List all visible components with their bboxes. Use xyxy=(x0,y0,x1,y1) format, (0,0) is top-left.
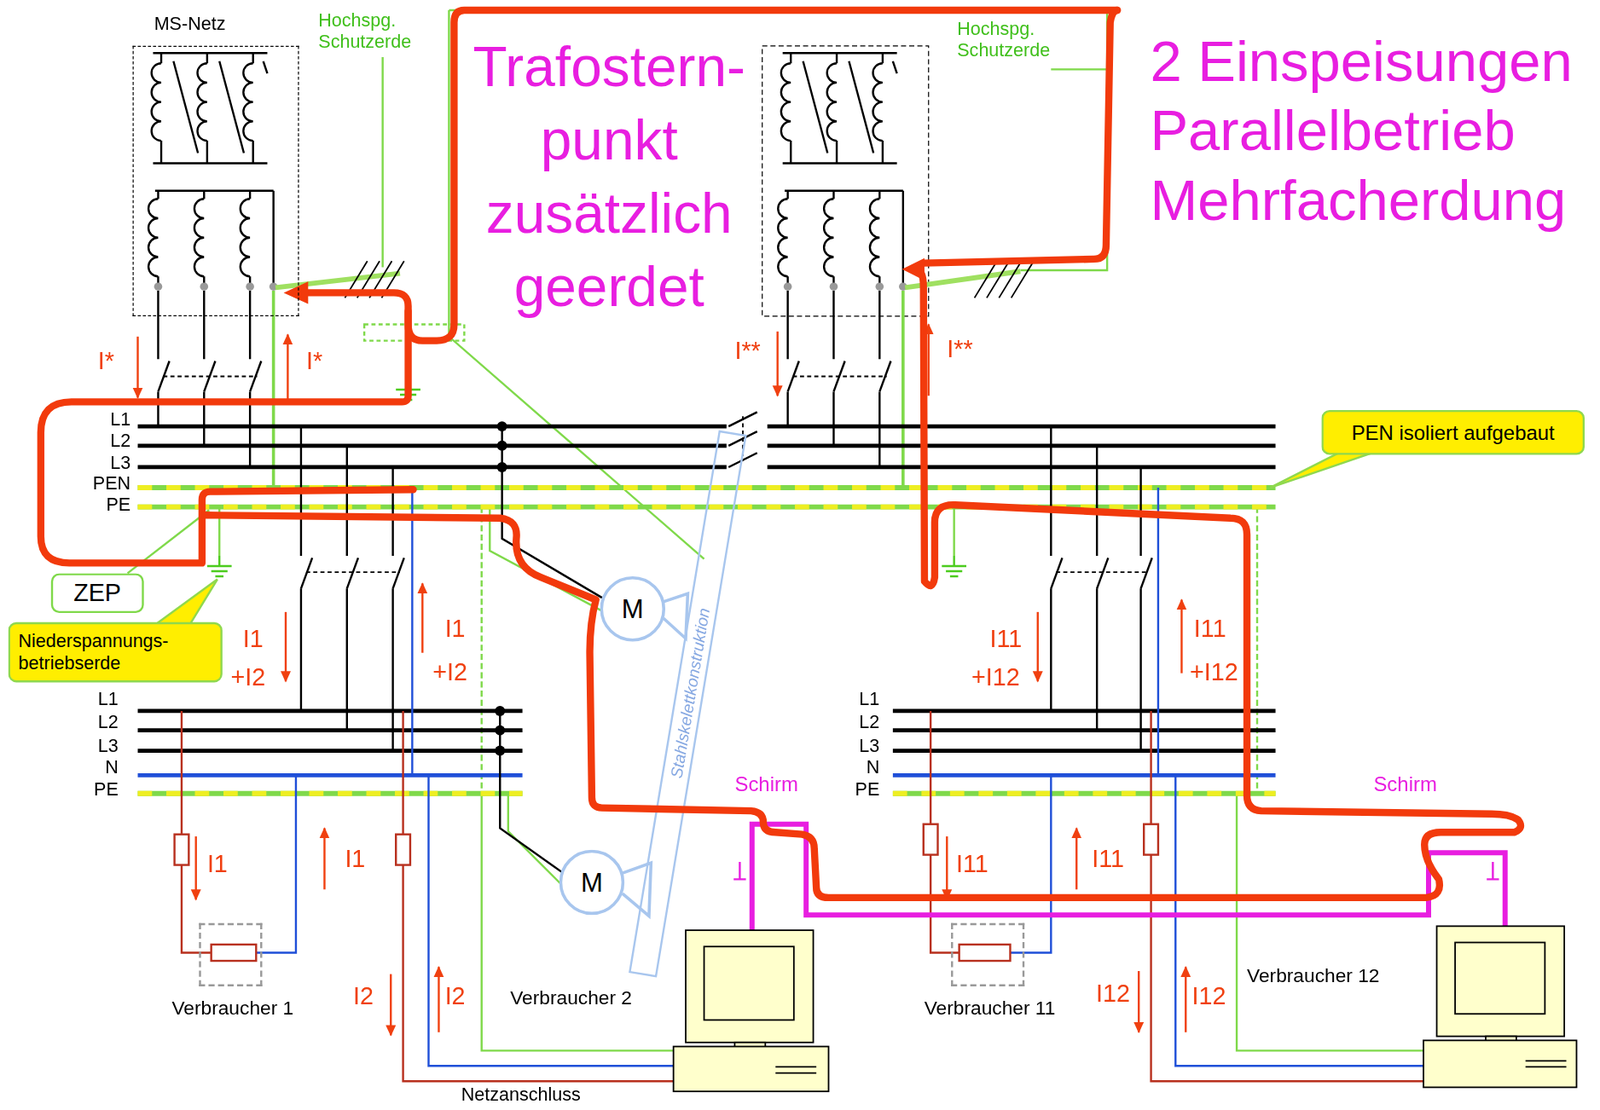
current-label: I11 xyxy=(956,850,989,880)
consumer-label: Verbraucher 12 xyxy=(1246,965,1380,989)
current-label: I12 xyxy=(1095,979,1131,1009)
box-heading: MS-Netz xyxy=(154,13,227,36)
bus-label: L1 xyxy=(110,409,131,432)
current-label: I2 xyxy=(445,982,466,1012)
consumer-box: Verbraucher 1 xyxy=(198,923,262,987)
bus-label: L2 xyxy=(858,712,880,735)
motor-circle: M xyxy=(559,850,626,916)
bus-label: L1 xyxy=(858,689,880,712)
bus-label: L3 xyxy=(858,736,880,759)
earth-label: Hochspg. Schutzerde xyxy=(318,10,421,53)
feeders xyxy=(157,290,1148,874)
current-label: I11 xyxy=(990,624,1023,654)
current-label: I11 xyxy=(1091,845,1125,875)
bus-label: L2 xyxy=(98,712,119,735)
bus-label: PE xyxy=(855,779,881,802)
callout-box: PEN isoliert aufgebaut xyxy=(1321,410,1585,456)
current-label: I12 xyxy=(1191,982,1226,1012)
current-label: I11 xyxy=(1194,614,1227,644)
earth-label: Hochspg. Schutzerde xyxy=(956,18,1060,62)
bus-label: PE xyxy=(93,779,119,802)
consumer-label: Verbraucher 2 xyxy=(510,987,632,1011)
callout-pointers xyxy=(152,452,1373,627)
bus-label: L2 xyxy=(110,430,131,453)
tap-dots xyxy=(494,421,507,756)
consumer-label: Verbraucher 1 xyxy=(171,997,294,1021)
current-label: +I12 xyxy=(1189,658,1239,688)
switch-blades xyxy=(157,361,1152,590)
earth-symbols xyxy=(207,379,967,577)
current-label: +I2 xyxy=(432,658,468,688)
box-text: ZEP xyxy=(73,578,122,608)
bus-label: L3 xyxy=(98,736,119,759)
note: 2 Einspeisungen Parallelbetrieb Mehrfach… xyxy=(1149,26,1589,236)
bus-label: L1 xyxy=(98,689,119,712)
bus-label: L3 xyxy=(110,452,131,476)
callout-box: Niederspannungs- betriebserde xyxy=(8,622,223,684)
shield-label: Schirm xyxy=(734,772,798,798)
shield-label: Schirm xyxy=(1373,772,1437,798)
motor-letter: M xyxy=(621,596,644,623)
bus-label: PE xyxy=(105,495,131,518)
bus-label: N xyxy=(866,757,881,780)
busbars xyxy=(138,426,1276,795)
current-label: I1 xyxy=(344,845,366,875)
zep-box: ZEP xyxy=(51,573,145,613)
motor-circle: M xyxy=(600,576,667,643)
current-label: I1 xyxy=(207,850,228,880)
note: Trafostern- punkt zusätzlich geerdet xyxy=(458,29,760,325)
screen-shield xyxy=(733,824,1505,931)
consumer-label: Verbraucher 11 xyxy=(924,997,1056,1021)
current-label: I** xyxy=(946,334,973,364)
steel-structure xyxy=(629,431,746,977)
connection-label: Netzanschluss xyxy=(461,1084,581,1108)
current-label: I1 xyxy=(445,614,466,644)
consumer-box: Verbraucher 11 xyxy=(950,923,1025,987)
current-arrows xyxy=(138,324,1187,1036)
bus-label: PEN xyxy=(92,473,131,496)
computers xyxy=(673,926,1577,1092)
callout-text: PEN isoliert aufgebaut xyxy=(1329,420,1577,446)
current-label: I** xyxy=(734,336,760,366)
structure-label: Stahlskelettkonstruktion xyxy=(666,607,714,781)
current-label: I2 xyxy=(353,982,374,1012)
transformer-box: MS-Netz xyxy=(133,46,300,317)
current-label: I* xyxy=(306,347,323,377)
bus-label: N xyxy=(104,757,119,780)
motor-letter: M xyxy=(580,869,603,896)
current-label: +I12 xyxy=(971,663,1021,693)
callout-text: Niederspannungs- betriebserde xyxy=(18,630,213,675)
current-label: +I2 xyxy=(230,663,266,693)
current-label: I1 xyxy=(243,624,264,654)
current-label: I* xyxy=(98,347,115,377)
